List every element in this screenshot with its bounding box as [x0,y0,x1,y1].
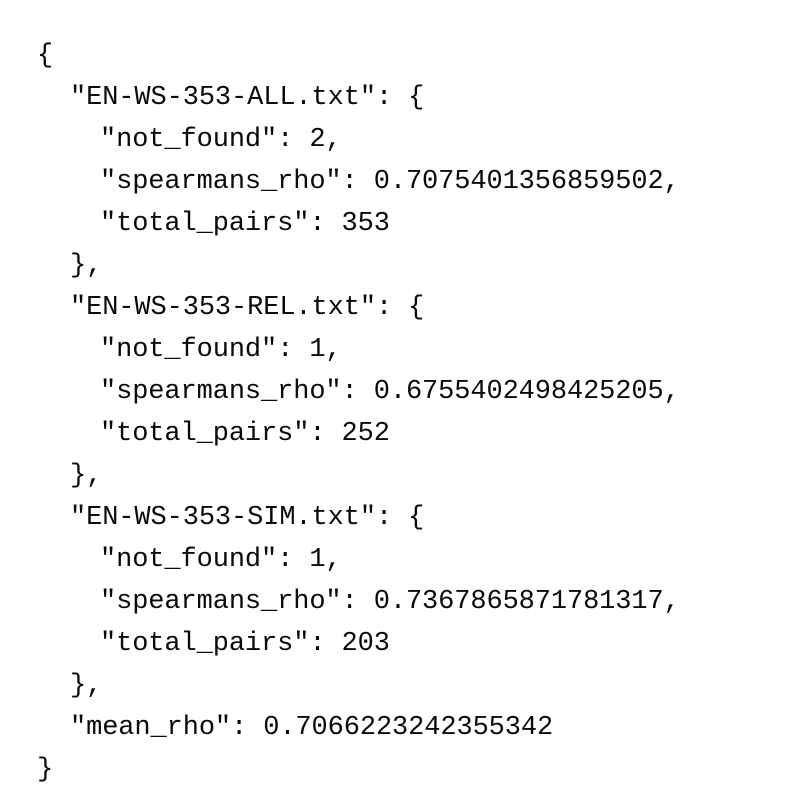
json-line: "mean_rho": 0.7066223242355342 [70,713,554,743]
json-line: } [37,755,54,785]
json-output-block: { "EN-WS-353-ALL.txt": { "not_found": 2, "s… [0,13,804,785]
json-line: "not_found": 1, [100,545,342,575]
json-line: "total_pairs": 203 [100,629,390,659]
json-line: "EN-WS-353-ALL.txt": { [70,83,425,113]
json-line: "total_pairs": 252 [100,419,390,449]
json-line: }, [70,461,103,491]
json-line: "total_pairs": 353 [100,209,390,239]
json-line: "not_found": 2, [100,125,342,155]
json-line: "not_found": 1, [100,335,342,365]
json-line: }, [70,251,103,281]
json-line: }, [70,671,103,701]
json-line: "spearmans_rho": 0.6755402498425205, [100,377,680,407]
json-line: "EN-WS-353-REL.txt": { [70,293,425,323]
json-line: "EN-WS-353-SIM.txt": { [70,503,425,533]
json-line: "spearmans_rho": 0.7367865871781317, [100,587,680,617]
json-line: "spearmans_rho": 0.7075401356859502, [100,167,680,197]
json-line: { [37,41,54,71]
